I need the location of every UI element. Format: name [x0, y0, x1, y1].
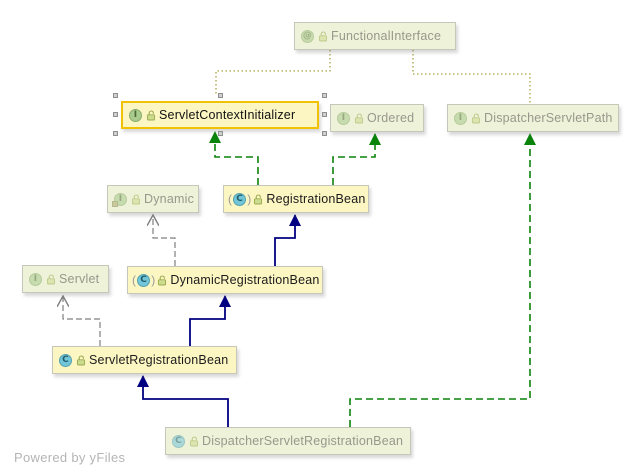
open-lock-icon	[146, 109, 156, 120]
selection-handle[interactable]	[322, 93, 327, 98]
selection-handle[interactable]	[218, 93, 223, 98]
edge-dispatcherservletregistrationbean-extends-servletregistrationbean[interactable]	[137, 375, 229, 427]
node-label: Ordered	[367, 111, 415, 125]
node-servletcontextinitializer[interactable]: I ServletContextInitializer	[121, 101, 319, 129]
annotation-icon: @	[301, 29, 314, 43]
abstract-class-icon: )	[151, 273, 156, 287]
node-servlet[interactable]: I Servlet	[22, 265, 109, 293]
class-icon: C	[172, 434, 185, 448]
node-functionalinterface[interactable]: @ FunctionalInterface	[294, 22, 456, 50]
yfiles-watermark: Powered by yFiles	[14, 450, 126, 465]
selection-handle[interactable]	[322, 131, 327, 136]
open-lock-icon	[76, 354, 86, 365]
interface-icon: I	[129, 108, 142, 122]
selection-handle[interactable]	[322, 112, 327, 117]
selection-handle[interactable]	[113, 93, 118, 98]
edge-registrationbean-implements-ordered[interactable]	[332, 133, 381, 185]
inner-interface-icon: I	[112, 192, 127, 207]
open-lock-icon	[158, 274, 167, 285]
interface-icon: I	[29, 272, 42, 286]
open-lock-icon	[471, 112, 481, 123]
class-icon: C	[233, 192, 247, 206]
edge-servletregistrationbean-implements-servlet[interactable]	[63, 296, 101, 346]
node-dispatcherservletregistrationbean[interactable]: C DispatcherServletRegistrationBean	[165, 427, 411, 455]
selection-handle[interactable]	[113, 131, 118, 136]
node-label: RegistrationBean	[266, 192, 366, 206]
interface-icon: I	[337, 111, 350, 125]
abstract-class-icon: (	[228, 192, 233, 206]
node-dispatcherservletpath[interactable]: I DispatcherServletPath	[447, 104, 619, 132]
edge-dispatcherservletregistrationbean-implements-dispatcherservletpath[interactable]	[349, 133, 536, 427]
interface-icon: I	[454, 111, 467, 125]
node-label: FunctionalInterface	[331, 29, 442, 43]
node-label: DispatcherServletRegistrationBean	[202, 434, 404, 448]
node-servletregistrationbean[interactable]: C ServletRegistrationBean	[52, 346, 237, 374]
node-label: ServletContextInitializer	[159, 108, 296, 122]
node-label: ServletRegistrationBean	[89, 353, 229, 367]
node-ordered[interactable]: I Ordered	[330, 104, 424, 132]
selection-handle[interactable]	[218, 131, 223, 136]
open-lock-icon	[254, 193, 263, 204]
abstract-class-icon: (	[132, 273, 137, 287]
node-label: DynamicRegistrationBean	[170, 273, 320, 287]
open-lock-icon	[354, 112, 364, 123]
node-label: DispatcherServletPath	[484, 111, 613, 125]
edge-registrationbean-implements-servletcontextinitializer[interactable]	[209, 131, 259, 185]
open-lock-icon	[46, 273, 56, 284]
node-label: Servlet	[59, 272, 100, 286]
edge-dispatcherservletpath-annotated-functionalinterface[interactable]	[412, 50, 531, 103]
class-icon: C	[137, 273, 151, 287]
open-lock-icon	[189, 435, 199, 446]
selection-handle[interactable]	[113, 112, 118, 117]
node-dynamicregistrationbean[interactable]: ( C ) DynamicRegistrationBean	[127, 266, 323, 294]
edge-dynamicregistrationbean-extends-registrationbean[interactable]	[274, 214, 301, 266]
edge-dynamicregistrationbean-implements-dynamic[interactable]	[153, 215, 176, 266]
open-lock-icon	[318, 30, 328, 41]
open-lock-icon	[131, 193, 141, 204]
class-icon: C	[59, 353, 72, 367]
edge-servletcontextinitializer-annotated-functionalinterface[interactable]	[215, 50, 331, 94]
node-dynamic[interactable]: I Dynamic	[107, 185, 199, 213]
node-registrationbean[interactable]: ( C ) RegistrationBean	[223, 185, 369, 213]
edge-servletregistrationbean-extends-dynamicregistrationbean[interactable]	[189, 295, 231, 346]
abstract-class-icon: )	[247, 192, 252, 206]
node-label: Dynamic	[144, 192, 195, 206]
